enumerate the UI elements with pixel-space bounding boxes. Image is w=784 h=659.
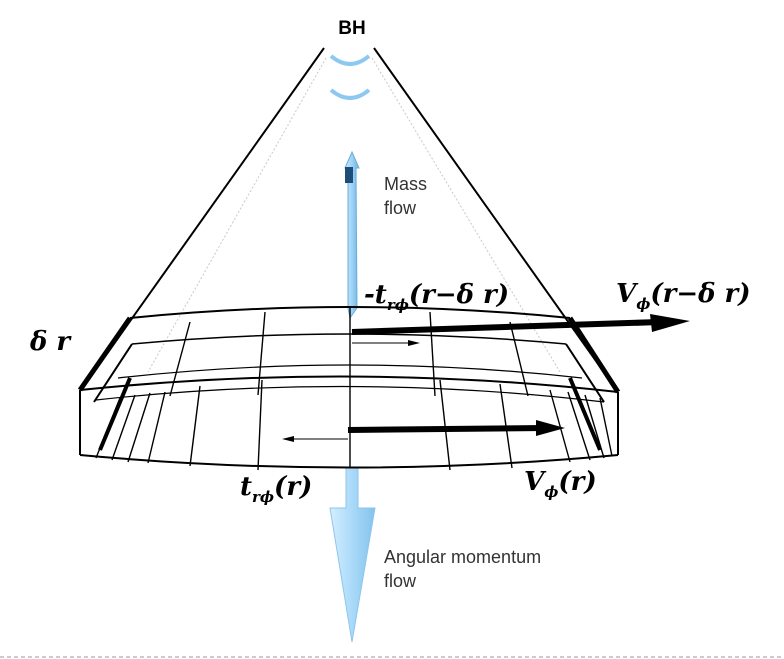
t-inner-label: -trϕ(r−δ r)	[364, 280, 509, 314]
t-inner-sub: rϕ	[387, 296, 409, 314]
t-outer-sub: rϕ	[252, 488, 274, 506]
v-outer-head	[536, 420, 565, 436]
v-inner-sub: ϕ	[636, 295, 650, 313]
t-inner-main: t	[375, 280, 387, 310]
t-outer-main: t	[240, 472, 252, 502]
disk-top-back-edge	[129, 306, 571, 319]
v-inner-main: V	[616, 279, 639, 309]
disk-bottom-edge	[79, 454, 619, 469]
t-inner-head	[408, 340, 420, 346]
v-outer-arg: (r)	[558, 467, 596, 497]
v-outer-sub: ϕ	[544, 483, 558, 501]
v-inner-head	[650, 314, 690, 332]
disk-right-bevel	[565, 343, 605, 403]
bh-arc-lower	[329, 88, 371, 100]
angular-momentum-arrow	[329, 467, 376, 643]
cone-inner-left	[147, 57, 327, 373]
t-outer-head	[282, 436, 294, 442]
disk-top-front-edge	[79, 375, 619, 393]
disk-left-thick-edge	[77, 316, 133, 392]
mass-flow-label-line1: Mass	[384, 174, 427, 194]
mass-flow-dark-cap	[345, 167, 353, 183]
black-hole-arcs	[329, 54, 371, 100]
v-outer-shaft	[347, 425, 546, 433]
t-outer-label: trϕ(r)	[240, 472, 312, 506]
v-inner-shaft	[351, 319, 661, 335]
t-outer-arg: (r)	[274, 472, 312, 502]
t-inner-arg: (r−δ r)	[409, 280, 509, 310]
t-inner-prefix: -	[364, 280, 375, 310]
disk-right-thick-edge	[567, 316, 621, 394]
bh-label: BH	[338, 18, 365, 39]
torque-arrows	[282, 340, 420, 442]
disk-ring	[77, 306, 621, 469]
disk-left-bevel	[93, 343, 133, 403]
mass-flow-label-line2: flow	[384, 198, 417, 218]
angular-flow-label-line2: flow	[384, 571, 417, 591]
bh-arc-upper	[329, 54, 371, 66]
cone-inner-right	[371, 57, 561, 373]
disk-top-inner-edge	[131, 333, 567, 345]
angular-flow-label-line1: Angular momentum	[384, 547, 541, 567]
v-outer-label: Vϕ(r)	[524, 467, 597, 501]
v-inner-label: Vϕ(r−δ r)	[616, 279, 751, 313]
delta-r-label: δ r	[29, 327, 72, 357]
cone-right-edge	[373, 47, 619, 393]
mass-flow-arrow	[344, 150, 360, 320]
disk-thick-slices	[98, 377, 602, 451]
v-inner-arg: (r−δ r)	[650, 279, 750, 309]
velocity-arrows	[347, 314, 690, 436]
v-outer-main: V	[524, 467, 547, 497]
